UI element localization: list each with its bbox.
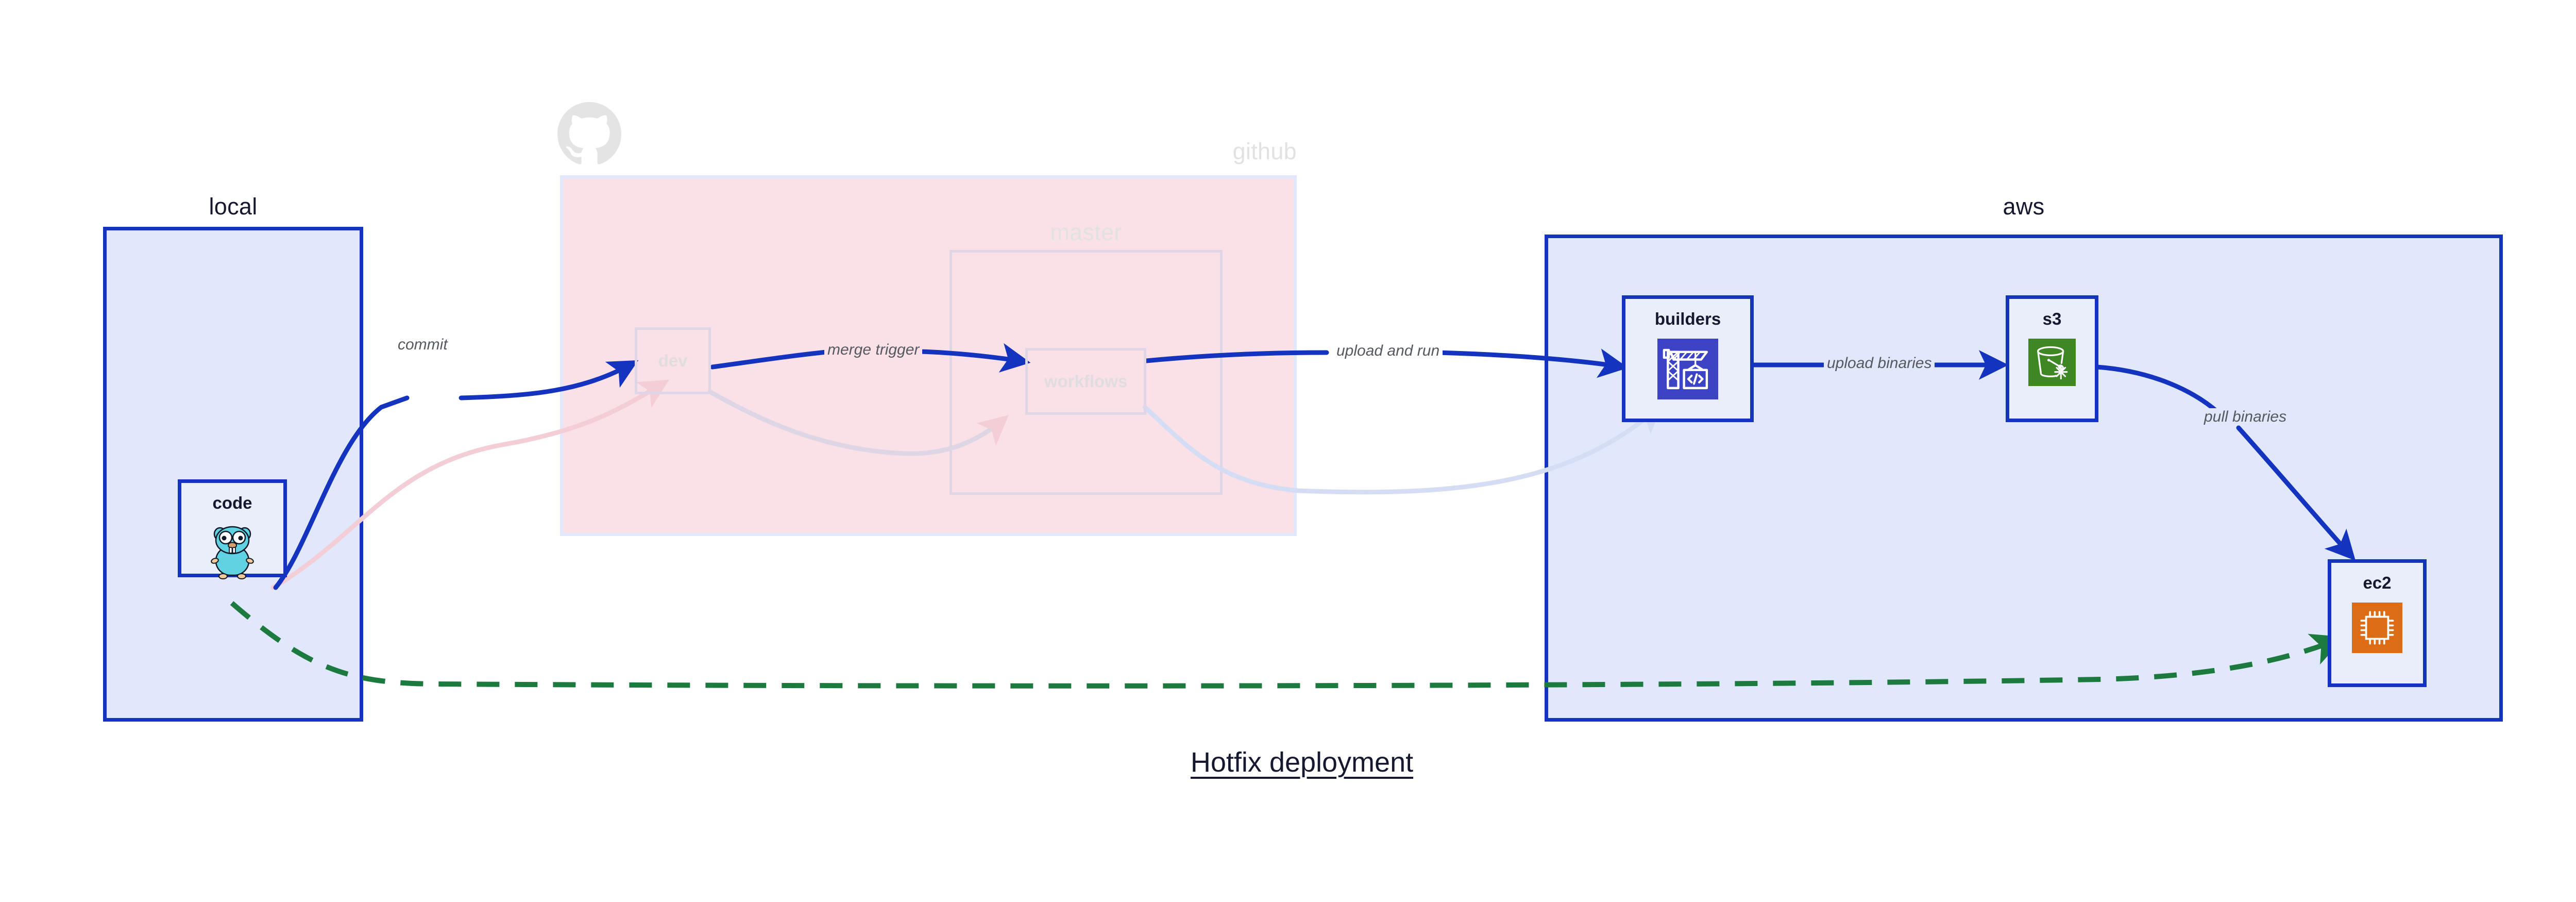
group-master xyxy=(950,250,1223,495)
node-workflows[interactable]: workflows xyxy=(1025,348,1146,415)
edge-label-upload-binaries: upload binaries xyxy=(1824,355,1935,372)
edge-label-merge-trigger: merge trigger xyxy=(824,341,923,358)
edge-label-pull-binaries: pull binaries xyxy=(2201,408,2290,425)
github-octocat-icon xyxy=(557,102,621,166)
node-code-label: code xyxy=(212,493,252,512)
node-workflows-label: workflows xyxy=(1044,371,1128,391)
group-local xyxy=(103,227,363,722)
node-s3[interactable]: s3 xyxy=(2006,295,2098,422)
diagram-title: Hotfix deployment xyxy=(1190,747,1414,778)
group-label-local: local xyxy=(209,193,258,220)
aws-codebuild-icon xyxy=(1657,338,1718,402)
node-dev[interactable]: dev xyxy=(635,327,711,394)
node-ec2[interactable]: ec2 xyxy=(2328,559,2427,687)
aws-ec2-chip-icon xyxy=(2352,602,2402,656)
group-label-aws: aws xyxy=(2003,193,2045,220)
group-label-github: github xyxy=(1232,138,1297,164)
go-gopher-icon xyxy=(209,523,256,583)
node-dev-label: dev xyxy=(658,350,688,370)
aws-s3-glacier-icon xyxy=(2028,338,2076,389)
node-s3-label: s3 xyxy=(2042,309,2062,328)
node-builders[interactable]: builders xyxy=(1622,295,1754,422)
edge-label-commit: commit xyxy=(395,336,451,353)
group-label-master: master xyxy=(1050,219,1122,245)
edge-label-upload-and-run: upload and run xyxy=(1333,342,1443,359)
node-code[interactable]: code xyxy=(178,479,287,579)
node-ec2-label: ec2 xyxy=(2363,573,2392,592)
node-builders-label: builders xyxy=(1654,309,1721,328)
